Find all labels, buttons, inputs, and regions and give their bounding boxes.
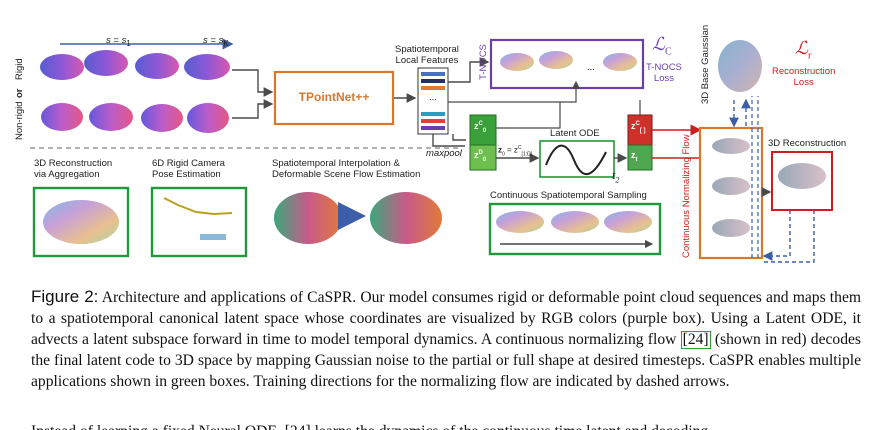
label-nonrigid: Non-rigid	[14, 101, 25, 140]
caption-figure-label: Figure 2:	[31, 287, 99, 306]
label-z-d0: zD0	[474, 150, 487, 163]
app-interpolation	[274, 192, 442, 244]
label-s-start: s = s1	[106, 35, 131, 48]
architecture-figure	[30, 38, 833, 263]
label-3d-reconstruction: 3D Reconstruction	[768, 138, 847, 149]
citation-link[interactable]: [24]	[680, 331, 711, 349]
label-s-end: s = sK	[203, 35, 229, 48]
label-tnocs-dots: ...	[587, 62, 595, 73]
label-z-t: zt	[631, 150, 638, 163]
caption-text-2: (shown in red) decodes the final latent …	[31, 331, 861, 390]
label-latent-ode: Latent ODE	[550, 128, 600, 139]
label-cnf: Continuous Normalizing Flow	[681, 134, 692, 258]
label-camera-pose: 6D Rigid Camera Pose Estimation	[152, 158, 225, 180]
label-interpolation: Spatiotemporal Interpolation & Deformabl…	[272, 158, 421, 180]
reconstruction-shape	[778, 163, 826, 189]
ode-curve	[545, 144, 607, 175]
label-feature-dots: ...	[429, 92, 437, 103]
label-spatiotemporal-features: Spatiotemporal Local Features	[395, 44, 459, 66]
label-reconstruction-aggregation: 3D Reconstruction via Aggregation	[34, 158, 113, 180]
figure-caption: Figure 2: Architecture and applications …	[31, 286, 861, 392]
label-continuous-sampling: Continuous Spatiotemporal Sampling	[490, 190, 647, 201]
label-or: or	[14, 88, 25, 99]
nonrigid-point-clouds	[41, 103, 229, 133]
latent-zt	[627, 114, 653, 171]
tpointnet-box	[273, 70, 395, 126]
label-z-c0: zC0	[474, 121, 487, 134]
cnf-shapes	[712, 138, 750, 237]
label-z-ct: zC[ ]	[631, 121, 646, 134]
latent-z0	[469, 114, 497, 171]
label-maxpool: maxpool	[426, 148, 462, 159]
caption-text-1: Architecture and applications of CaSPR. …	[31, 289, 861, 348]
tpointnet-label: TPointNet++	[298, 90, 370, 104]
feature-column	[417, 67, 449, 135]
label-reconstruction-loss: Reconstruction Loss	[772, 66, 836, 88]
label-base-gaussian: 3D Base Gaussian	[700, 24, 711, 104]
label-loss-c: ℒC	[652, 34, 672, 58]
base-gaussian	[718, 40, 762, 92]
label-z-equation: z0 = zC[1:D]	[498, 145, 533, 158]
label-rigid: Rigid	[14, 58, 25, 80]
tnocs-shapes	[500, 51, 637, 71]
label-t2: t2	[612, 168, 620, 185]
label-loss-r: ℒr	[795, 38, 812, 62]
rigid-point-clouds	[40, 50, 230, 80]
body-text-cut: Instead of learning a fixed Neural ODE, …	[31, 421, 861, 430]
label-tnocs-loss: T-NOCS Loss	[646, 62, 682, 84]
label-tnocs: T-NOCS	[478, 44, 489, 80]
